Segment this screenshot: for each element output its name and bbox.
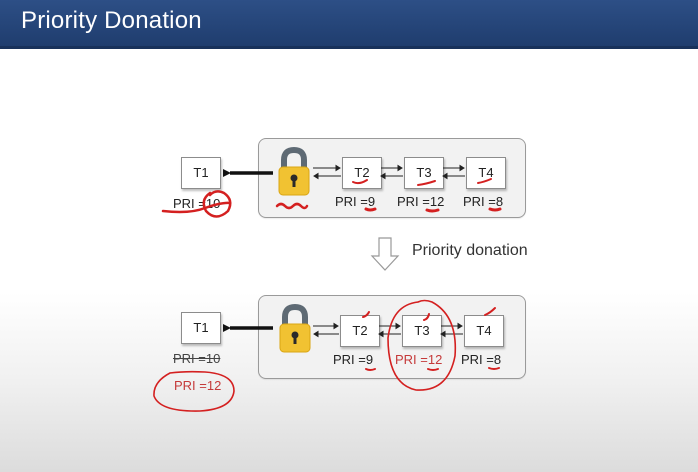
t3-priority-after: PRI =12 — [395, 352, 443, 367]
thread-t4-after: T4 — [464, 315, 504, 347]
lock-icon-after — [279, 303, 311, 353]
t2-priority-before: PRI =9 — [335, 194, 376, 209]
t4-priority-after: PRI =8 — [461, 352, 502, 367]
thread-t1-after: T1 — [181, 312, 221, 344]
thread-t2-before: T2 — [342, 157, 382, 189]
t1-old-priority-after: PRI =10 — [173, 351, 221, 366]
slide-title: Priority Donation — [21, 7, 202, 34]
red-annotations — [153, 178, 502, 412]
title-bar: Priority Donation — [0, 0, 698, 49]
t4-priority-before: PRI =8 — [463, 194, 504, 209]
queue-links-before — [313, 164, 465, 180]
down-arrow-icon — [370, 237, 400, 271]
thread-t3-after: T3 — [402, 315, 442, 347]
queue-links-after — [313, 322, 463, 338]
t1-donated-priority-after: PRI =12 — [174, 378, 222, 393]
lock-icon-before — [278, 146, 310, 196]
t3-priority-before: PRI =12 — [397, 194, 445, 209]
t2-priority-after: PRI =9 — [333, 352, 374, 367]
priority-donation-caption: Priority donation — [412, 242, 528, 259]
thread-t1-before: T1 — [181, 157, 221, 189]
thread-t2-after: T2 — [340, 315, 380, 347]
thread-t4-before: T4 — [466, 157, 506, 189]
